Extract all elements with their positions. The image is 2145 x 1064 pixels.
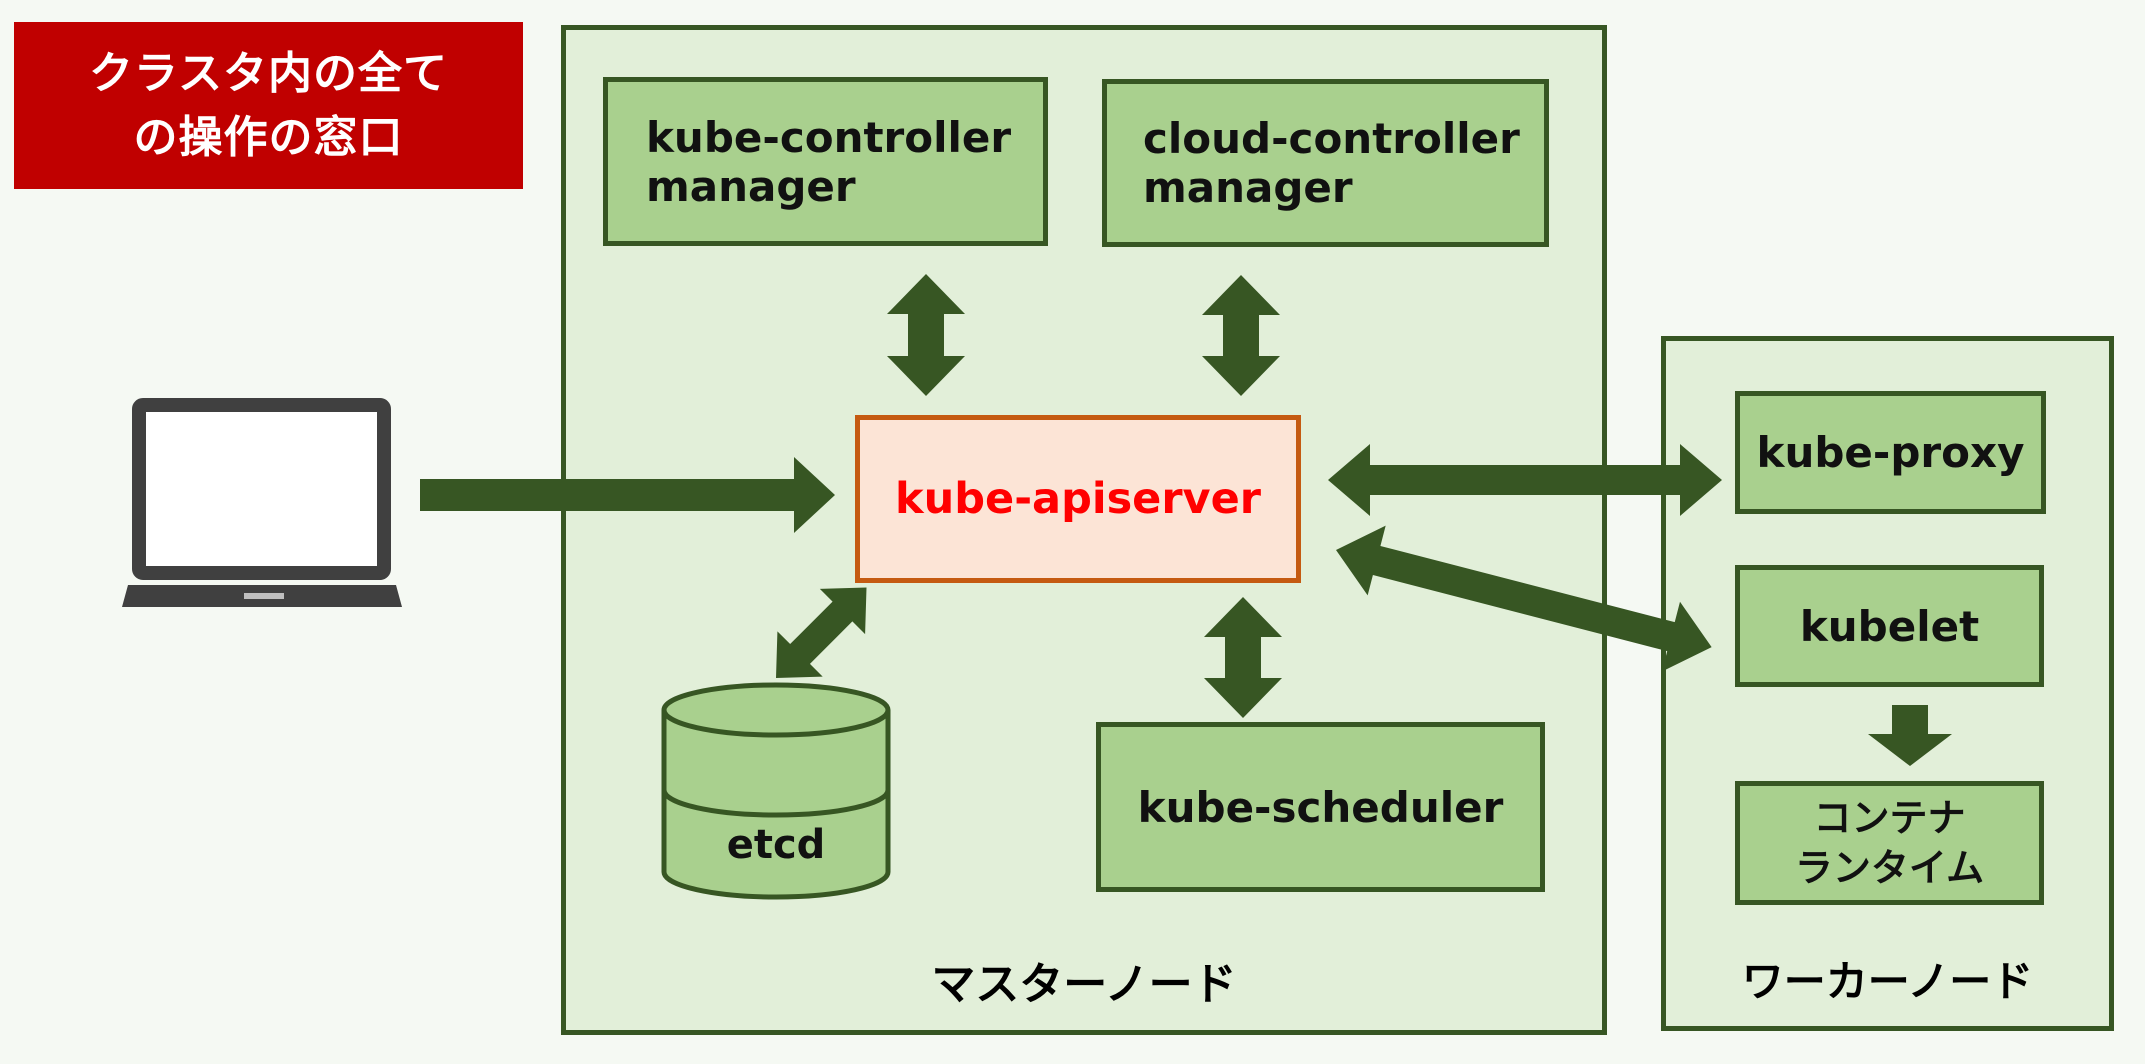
kube-controller-manager-line-2: manager bbox=[646, 161, 856, 211]
container-runtime-line-2: ランタイム bbox=[1794, 846, 1985, 890]
callout-line-1: クラスタ内の全て bbox=[88, 47, 449, 99]
cloud-controller-manager-line-2: manager bbox=[1143, 163, 1353, 212]
kube-proxy-label: kube-proxy bbox=[1756, 428, 2025, 477]
cloud-controller-manager-line-1: cloud-controller bbox=[1143, 114, 1520, 163]
kube-controller-manager-line-1: kube-controller bbox=[646, 112, 1012, 162]
cloud-controller-manager-box: cloud-controller manager bbox=[1102, 79, 1549, 247]
callout-banner: クラスタ内の全て の操作の窓口 bbox=[14, 22, 523, 189]
kube-scheduler-label: kube-scheduler bbox=[1137, 782, 1504, 832]
kube-proxy-box: kube-proxy bbox=[1735, 391, 2046, 514]
etcd-label: etcd bbox=[726, 822, 826, 868]
arrow-apiserver-etcd bbox=[776, 587, 867, 678]
database-icon bbox=[661, 682, 891, 900]
master-node-label: マスターノード bbox=[931, 959, 1237, 1010]
arrow-kubelet-to-runtime bbox=[1868, 705, 1952, 766]
arrow-cloud-controller-apiserver bbox=[1202, 275, 1280, 396]
kube-apiserver-box: kube-apiserver bbox=[855, 415, 1301, 583]
arrow-apiserver-scheduler bbox=[1204, 597, 1282, 718]
worker-node-label: ワーカーノード bbox=[1741, 957, 2034, 1006]
arrow-apiserver-kubelet bbox=[1336, 525, 1712, 672]
kube-controller-manager-box: kube-controller manager bbox=[603, 77, 1048, 246]
container-runtime-line-1: コンテナ bbox=[1813, 796, 1966, 840]
arrow-controller-apiserver bbox=[887, 274, 965, 396]
arrows bbox=[420, 274, 1952, 766]
container-runtime-box: コンテナ ランタイム bbox=[1735, 781, 2044, 905]
arrow-apiserver-kube-proxy bbox=[1328, 444, 1722, 516]
kube-apiserver-label: kube-apiserver bbox=[895, 474, 1261, 524]
kubelet-box: kubelet bbox=[1735, 565, 2044, 687]
kubelet-label: kubelet bbox=[1799, 601, 1980, 651]
arrow-laptop-to-apiserver bbox=[420, 457, 835, 533]
kube-scheduler-box: kube-scheduler bbox=[1096, 722, 1545, 892]
laptop-icon bbox=[122, 398, 402, 607]
callout-line-2: の操作の窓口 bbox=[133, 111, 404, 163]
